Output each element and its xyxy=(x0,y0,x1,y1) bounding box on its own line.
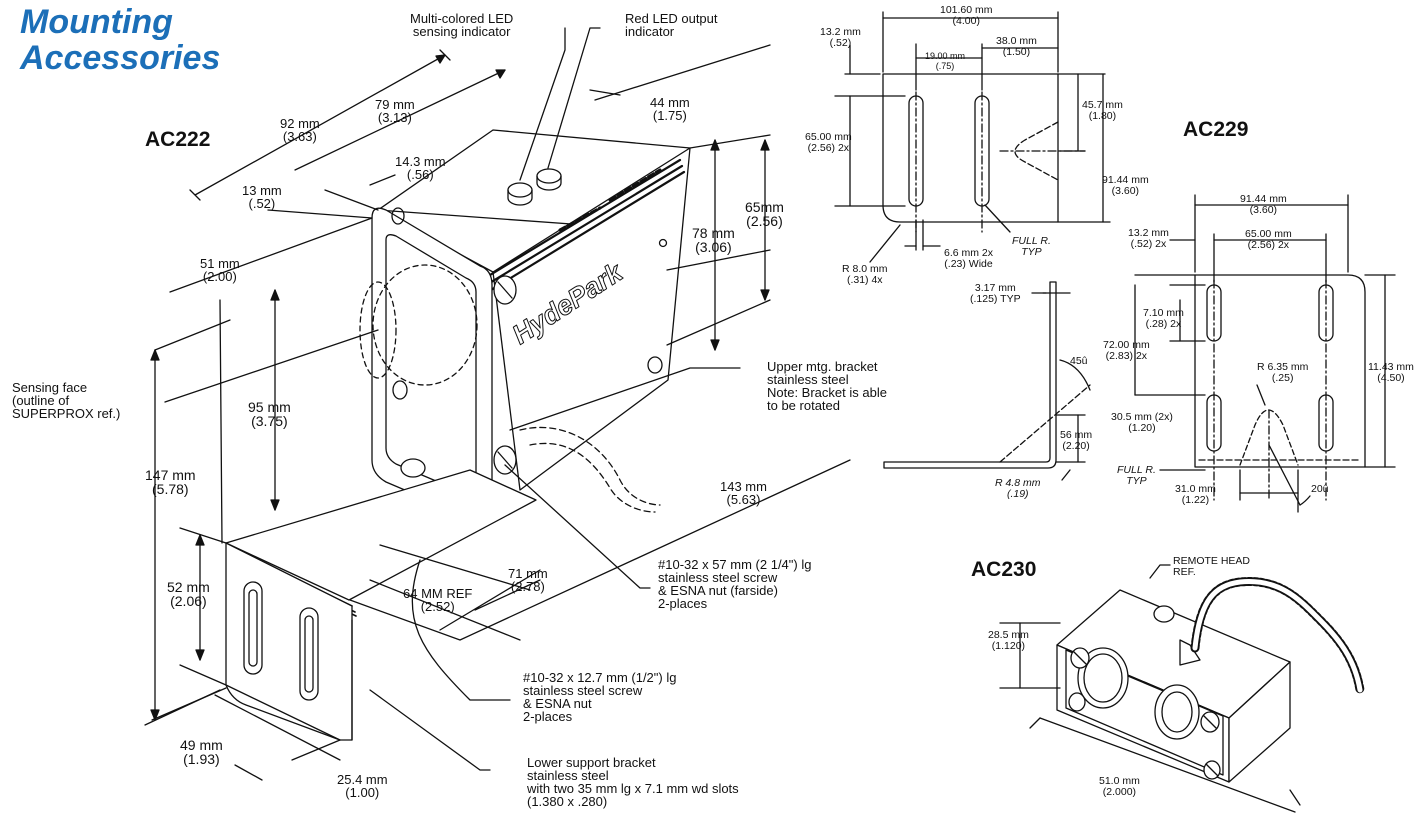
ac229-dim-13-top: 13.2 mm (.52) xyxy=(820,26,861,49)
ac222-screw-57-label: #10-32 x 57 mm (2 1/4") lg stainless ste… xyxy=(658,557,812,611)
ac222-dim-44: 44 mm (1.75) xyxy=(650,95,690,123)
ac229-full-r-top: FULL R. TYP xyxy=(1012,235,1051,258)
ac229-dim-56: 56 mm (2.20) xyxy=(1060,429,1093,452)
ac222-dim-78: 78 mm (3.06) xyxy=(692,225,735,255)
ac229-dim-72: 72.00 mm (2.83) 2x xyxy=(1103,339,1150,362)
ac229-dim-31: 31.0 mm (1.22) xyxy=(1175,483,1216,506)
ac222-dim-147: 147 mm (5.78) xyxy=(145,467,196,497)
ac222-dim-49: 49 mm (1.93) xyxy=(180,737,223,767)
ac230-body-side xyxy=(1228,661,1291,783)
ac222-led-red xyxy=(536,168,562,184)
ac230-remote-head-label: REMOTE HEAD REF. xyxy=(1173,555,1251,578)
ac229-side-profile xyxy=(883,281,1057,469)
ac229-front-plate xyxy=(1194,274,1366,468)
ac229-dim-65-2x: 65.00 mm (2.56) 2x xyxy=(1245,228,1292,251)
ac222-dim-92: 92 mm (3.63) xyxy=(280,116,320,144)
ac229-dim-6-6: 6.6 mm 2x (.23) Wide xyxy=(944,247,994,270)
ac229-angle-45: 45û xyxy=(1070,355,1088,367)
ac222-screw-12-label: #10-32 x 12.7 mm (1/2") lg stainless ste… xyxy=(523,670,677,724)
ac222-dim-79: 79 mm (3.13) xyxy=(375,97,415,125)
ac230-dim-51: 51.0 mm (2.000) xyxy=(1099,775,1140,798)
ac229-model-label: AC229 xyxy=(1183,118,1249,141)
ac229-dim-13-2x: 13.2 mm (.52) 2x xyxy=(1128,227,1169,250)
ac222-lower-bracket-label: Lower support bracket stainless steel wi… xyxy=(527,755,739,809)
ac230-dim-28-5: 28.5 mm (1.120) xyxy=(988,629,1029,652)
ac222-dim-143: 143 mm (5.63) xyxy=(720,479,767,507)
ac222-slot-left xyxy=(243,581,263,675)
ac222-upper-bracket-label: Upper mtg. bracket stainless steel Note:… xyxy=(767,359,887,413)
ac222-dim-52: 52 mm (2.06) xyxy=(167,579,210,609)
page-title: Mounting Accessories xyxy=(20,4,220,76)
ac229-radius-8: R 8.0 mm (.31) 4x xyxy=(842,263,888,286)
ac222-dim-13: 13 mm (.52) xyxy=(242,183,282,211)
ac229-dim-101: 101.60 mm (4.00) xyxy=(940,4,993,27)
ac229-dim-19: 19.00 mm (.75) xyxy=(925,51,966,71)
ac222-dim-51: 51 mm (2.00) xyxy=(200,256,240,284)
title-line-2: Accessories xyxy=(20,39,221,77)
ac229-radius-6-35: R 6.35 mm (.25) xyxy=(1257,361,1309,384)
ac229-radius-4-8: R 4.8 mm (.19) xyxy=(995,477,1041,500)
ac229-dim-11-43: 11.43 mm (4.50) xyxy=(1368,361,1414,384)
ac222-lower-bracket-top xyxy=(225,469,537,601)
ac222-dim-25: 25.4 mm (1.00) xyxy=(337,772,388,800)
ac229-dim-91-top: 91.44 mm (3.60) xyxy=(1240,193,1287,216)
ac222-dim-65: 65mm (2.56) xyxy=(745,199,784,229)
ac222-drawing: HydePark xyxy=(144,27,851,781)
ac222-sensing-face-label: Sensing face (outline of SUPERPROX ref.) xyxy=(12,380,121,421)
ac229-dim-38: 38.0 mm (1.50) xyxy=(996,35,1037,58)
ac229-dim-3-17: 3.17 mm (.125) TYP xyxy=(970,282,1021,305)
ac222-lower-bracket-front xyxy=(225,542,353,741)
ac222-sensor-side-face xyxy=(492,147,691,491)
ac222-dim-95: 95 mm (3.75) xyxy=(248,399,291,429)
ac222-dim-71: 71 mm (2.78) xyxy=(508,566,548,594)
ac222-dim-14: 14.3 mm (.56) xyxy=(395,154,446,182)
ac229-dim-7-1: 7.10 mm (.28) 2x xyxy=(1143,307,1184,330)
ac229-dim-65: 65.00 mm (2.56) 2x xyxy=(805,131,852,154)
ac222-led-multi-color xyxy=(507,182,533,198)
ac222-dim-64: 64 MM REF (2.52) xyxy=(403,586,473,614)
ac229-angle-20: 20û xyxy=(1311,483,1329,495)
ac229-dim-91-side: 91.44 mm (3.60) xyxy=(1102,174,1149,197)
ac229-drawing xyxy=(834,11,1396,513)
ac230-model-label: AC230 xyxy=(971,558,1037,581)
ac230-lens-left xyxy=(1077,647,1129,709)
ac222-model-label: AC222 xyxy=(145,128,211,151)
ac222-led-red-label: Red LED output indicator xyxy=(625,11,718,39)
ac222-slot-right xyxy=(299,607,319,701)
ac222-led-multi-label: Multi-colored LED sensing indicator xyxy=(410,11,514,39)
ac229-dim-45: 45.7 mm (1.80) xyxy=(1082,99,1123,122)
title-line-1: Mounting xyxy=(20,3,173,41)
ac230-drawing xyxy=(999,564,1365,813)
ac229-dim-30-5: 30.5 mm (2x) (1.20) xyxy=(1111,411,1173,434)
ac229-full-r-bottom: FULL R. TYP xyxy=(1117,464,1156,487)
